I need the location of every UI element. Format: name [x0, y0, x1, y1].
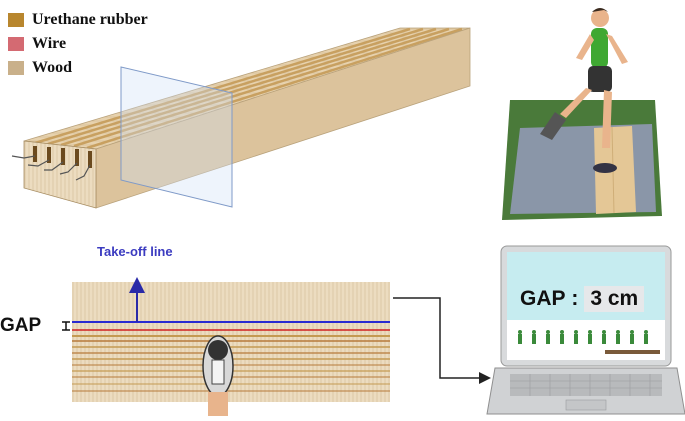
legend-item-urethane: Urethane rubber — [8, 8, 148, 32]
screen-gap-text: GAP : — [520, 287, 579, 310]
legend-swatch-wood — [8, 61, 24, 75]
board-topview — [62, 277, 390, 416]
legend-label: Wood — [32, 59, 73, 76]
legend-swatch-urethane — [8, 13, 24, 27]
legend-label: Wire — [32, 35, 67, 52]
laptop — [486, 245, 685, 415]
legend: Urethane rubber Wire Wood — [8, 8, 148, 80]
takeoff-line-label: Take-off line — [97, 244, 173, 259]
gap-label: GAP — [0, 315, 42, 336]
legend-item-wire: Wire — [8, 32, 148, 56]
runner-illustration — [502, 8, 662, 220]
screen-gap-value: 3 cm — [584, 286, 645, 312]
connector-arrow — [393, 297, 491, 384]
legend-label: Urethane rubber — [32, 11, 148, 28]
beam-3d — [11, 27, 471, 209]
legend-swatch-wire — [8, 37, 24, 51]
legend-item-wood: Wood — [8, 56, 148, 80]
screen-gap-readout: GAP : 3 cm — [520, 286, 645, 312]
